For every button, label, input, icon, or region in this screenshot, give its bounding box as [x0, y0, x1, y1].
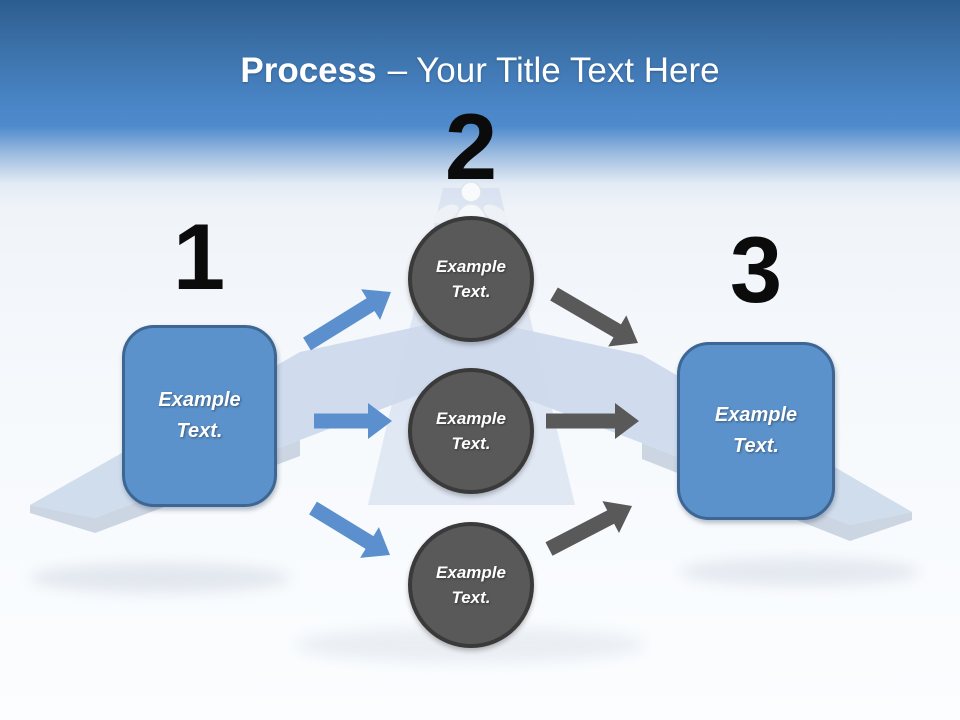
step3-box: Example Text.: [677, 342, 835, 520]
step2-circle-2: Example Text.: [408, 368, 534, 494]
step2-circle-3-label: Example Text.: [436, 560, 506, 611]
step2-circle-1-line2: Text.: [451, 282, 491, 301]
step3-box-label-line2: Text.: [733, 435, 779, 457]
step2-circle-2-line1: Example: [436, 408, 506, 428]
step-number-1: 1: [172, 204, 225, 309]
step3-box-label: Example Text.: [715, 400, 797, 462]
title-emphasis: Process: [240, 51, 377, 90]
title-rest: – Your Title Text Here: [387, 51, 720, 90]
step-number-3: 3: [729, 217, 782, 322]
step2-circle-1-line1: Example: [436, 256, 506, 276]
step1-box: Example Text.: [122, 325, 277, 507]
step1-box-label-line1: Example: [158, 389, 241, 411]
step1-box-label-line2: Text.: [176, 420, 223, 442]
step2-circle-3-line1: Example: [436, 562, 506, 582]
bg-shadow-left: [30, 563, 290, 593]
slide-title: Process – Your Title Text Here: [0, 51, 960, 91]
step2-circle-1-label: Example Text.: [436, 254, 506, 305]
step2-circle-3-line2: Text.: [451, 588, 491, 607]
step2-circle-1: Example Text.: [408, 216, 534, 342]
step2-circle-2-label: Example Text.: [436, 406, 506, 457]
step2-circle-2-line2: Text.: [451, 434, 491, 453]
step2-circle-3: Example Text.: [408, 522, 534, 648]
step1-box-label: Example Text.: [158, 385, 240, 447]
bg-shadow-right: [680, 558, 920, 586]
step-number-2: 2: [444, 94, 497, 199]
step3-box-label-line1: Example: [714, 404, 798, 426]
